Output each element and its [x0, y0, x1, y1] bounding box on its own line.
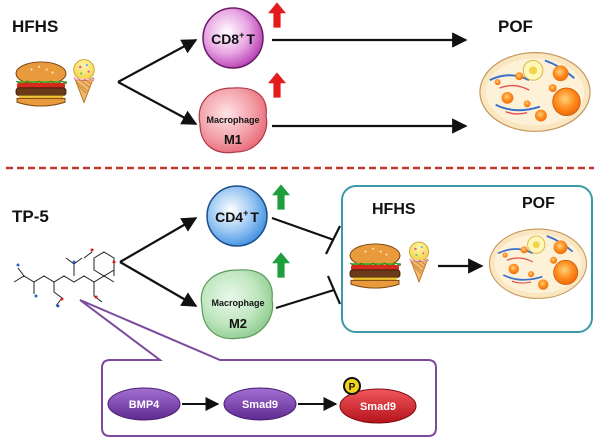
- up-arrow-icon: [268, 72, 286, 98]
- box-outcome-label: POF: [522, 195, 555, 212]
- smad9-pill: [223, 387, 297, 421]
- m2-macrophage-label: Macrophage: [211, 298, 264, 308]
- burger-icon: [349, 243, 401, 289]
- m1-type-label: M1: [224, 132, 242, 147]
- up-arrow-icon: [272, 252, 290, 278]
- m2-type-label: M2: [229, 316, 247, 331]
- cd4-label: CD4+T: [215, 208, 259, 225]
- arrow-diet-to-cd8: [117, 39, 198, 83]
- cd8-cell: [202, 7, 264, 69]
- smad9-label: Smad9: [242, 399, 278, 411]
- phospho-label: P: [349, 382, 356, 393]
- m2-macrophage-cell: [200, 269, 274, 340]
- arrow-drug-to-m2: [119, 261, 198, 307]
- top-diet-label: HFHS: [12, 17, 58, 36]
- molecule-icon: [13, 248, 116, 308]
- top-outcome-label: POF: [498, 17, 533, 36]
- ovary-icon: [488, 228, 588, 300]
- burger-icon: [15, 61, 67, 107]
- cd8-label: CD8+T: [211, 30, 255, 47]
- psmad9-label: Smad9: [360, 401, 396, 413]
- up-arrow-icon: [272, 184, 290, 210]
- ovary-icon: [478, 51, 592, 133]
- arrow-diet-to-m1: [117, 81, 198, 125]
- phospho-badge-inner: [345, 379, 359, 393]
- cd4-cell: [206, 185, 268, 247]
- m1-macrophage-cell: [198, 87, 268, 154]
- psmad9-pill: [339, 388, 417, 424]
- ice-cream-icon: [73, 59, 95, 103]
- up-arrow-icon: [268, 2, 286, 28]
- inhibit-icon: [271, 216, 342, 310]
- bmp4-pill: [107, 387, 181, 421]
- m1-macrophage-label: Macrophage: [206, 115, 259, 125]
- arrow-drug-to-cd4: [119, 217, 198, 263]
- bmp4-label: BMP4: [129, 399, 160, 411]
- drug-label: TP-5: [12, 207, 49, 226]
- box-diet-label: HFHS: [372, 201, 416, 218]
